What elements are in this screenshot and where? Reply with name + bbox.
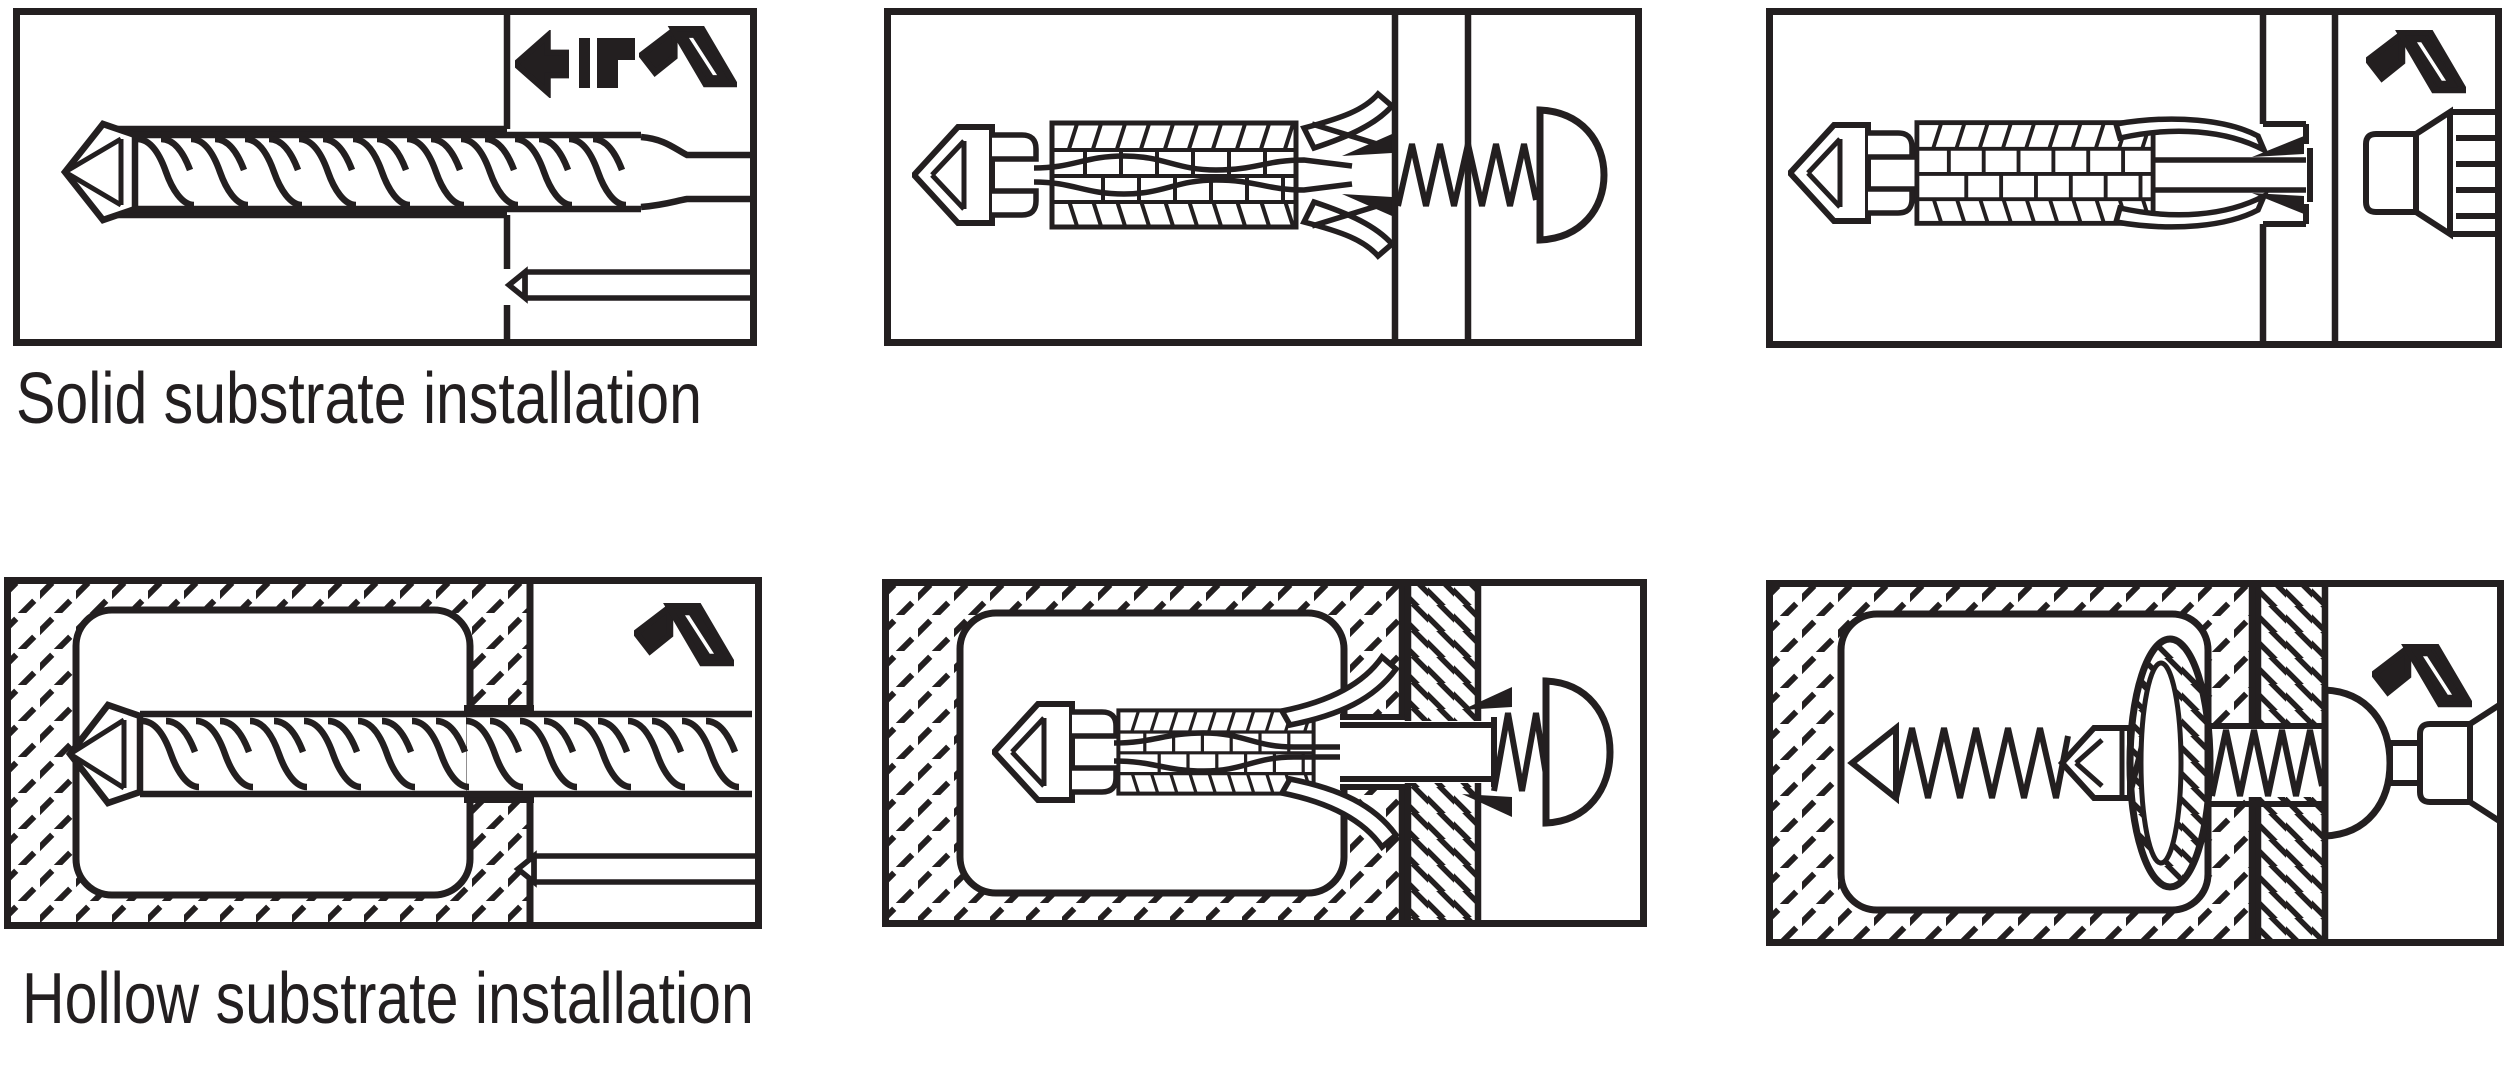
- hammer-icon: [636, 605, 732, 663]
- anchor-straps: [1113, 730, 1340, 774]
- panel-border: [4, 577, 762, 929]
- anchor-fin: [1277, 775, 1400, 852]
- section-label-hollow: Hollow substrate installation: [22, 959, 754, 1039]
- hammer-icon: [2374, 646, 2470, 704]
- left-arrow-icon: [516, 36, 567, 93]
- screw-head: [1542, 677, 1614, 827]
- pointed-rod: [518, 856, 761, 882]
- anchor-barb: [2252, 193, 2304, 214]
- anchor-straps: [1033, 153, 1353, 197]
- drill-shank: [640, 133, 750, 211]
- pointed-rod: [509, 272, 752, 298]
- panel-hollow-drill: [4, 577, 762, 929]
- driver-nose: [2420, 702, 2504, 824]
- drilled-hole: [117, 125, 507, 219]
- screw-threads: [1491, 712, 1549, 792]
- screw-head: [1536, 106, 1608, 244]
- pan-head-screw: [1491, 677, 1614, 827]
- panel-border: [1766, 580, 2504, 946]
- solid-wall-face: [117, 12, 511, 342]
- panel-border: [882, 579, 1647, 927]
- panel-hollow-tighten: [1766, 580, 2504, 946]
- screw-threads: [2209, 729, 2325, 797]
- anchor-barb: [2252, 136, 2304, 157]
- masonry-drill-bit: [60, 120, 750, 224]
- anchor-barb: [1342, 134, 1392, 156]
- panel-border: [884, 8, 1642, 346]
- screw-head: [2321, 686, 2394, 840]
- panel-border: [1766, 8, 2502, 348]
- expansion-anchor: [914, 90, 1396, 260]
- screw-threads: [1893, 727, 2071, 799]
- anchor-barb: [1462, 794, 1512, 817]
- anchor-straps: [2154, 157, 2306, 193]
- fixture-plate: [1391, 12, 1472, 342]
- panel-solid-drill: [13, 8, 757, 346]
- driver-bit: [2387, 740, 2423, 786]
- pan-head-screw: [1395, 106, 1608, 244]
- drilled-hole: [2207, 723, 2325, 807]
- screw-threads: [1395, 143, 1539, 207]
- panel-hollow-insert: [882, 579, 1647, 927]
- anchor-barb: [1462, 687, 1512, 710]
- driver-nose: [2366, 112, 2498, 234]
- wall-face-band: [2259, 12, 2339, 344]
- screw-tip: [1847, 721, 1899, 805]
- anchor-fin: [2112, 116, 2270, 157]
- panel-border: [13, 8, 757, 346]
- hammer-icon: [642, 28, 735, 84]
- hammer-drill-pictogram: [516, 28, 735, 92]
- anchor-barb: [1342, 194, 1392, 216]
- hammer-icon: [2368, 32, 2464, 90]
- drilled-hole: [1340, 714, 1405, 790]
- panel-solid-insert: [884, 8, 1642, 346]
- anchor-fin: [1277, 652, 1400, 729]
- expansion-anchor: [1790, 116, 2313, 230]
- folded-anchor-fins: [2126, 635, 2214, 891]
- masonry-drill-bit: [65, 701, 752, 807]
- panel-solid-flush: [1766, 8, 2502, 348]
- drilled-hole: [464, 705, 534, 803]
- section-label-solid: Solid substrate installation: [16, 359, 702, 439]
